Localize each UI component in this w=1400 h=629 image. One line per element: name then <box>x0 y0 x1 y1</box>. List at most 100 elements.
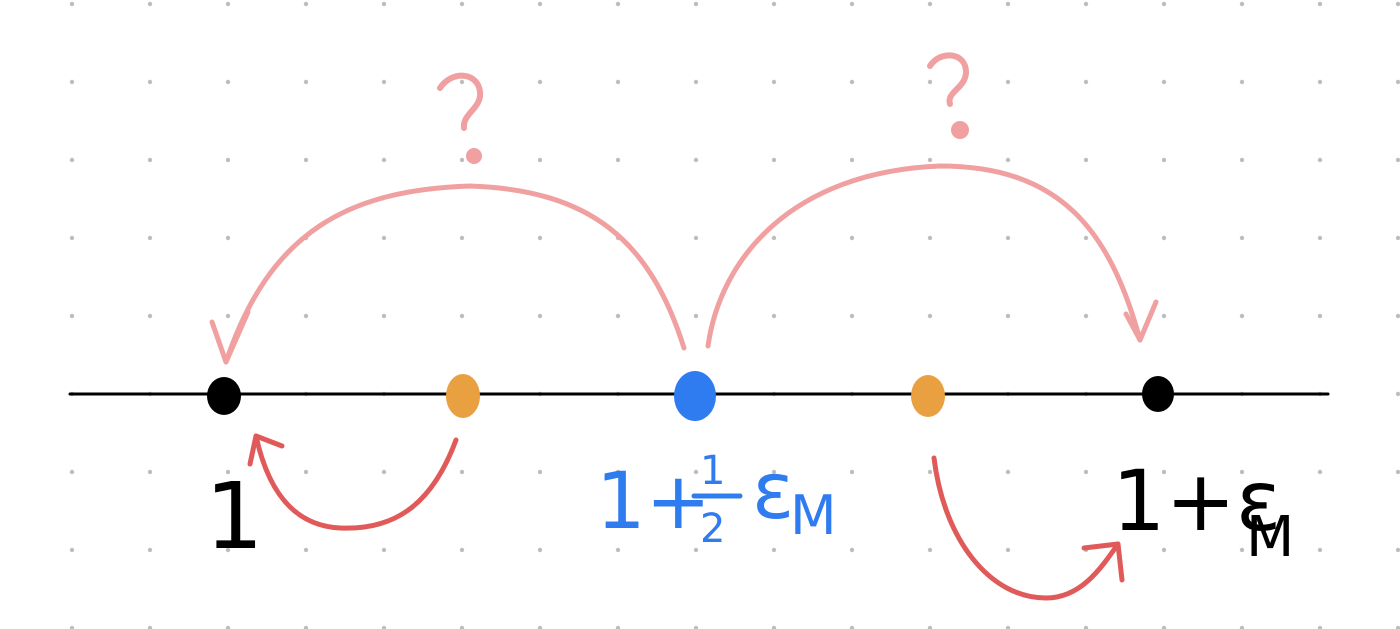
grid-dot <box>849 625 855 629</box>
grid-dot <box>537 625 543 629</box>
grid-dot <box>927 157 933 163</box>
svg-text:1: 1 <box>700 448 725 494</box>
grid-dot <box>849 469 855 475</box>
grid-dot <box>771 469 777 475</box>
point-orange-left <box>446 374 480 418</box>
svg-text:2: 2 <box>700 506 725 552</box>
grid-dot <box>1005 157 1011 163</box>
grid-dot <box>1083 1 1089 7</box>
grid-dot <box>693 547 699 553</box>
grid-dot <box>225 547 231 553</box>
grid-dot <box>615 79 621 85</box>
grid-dot <box>303 1 309 7</box>
grid-dot <box>147 1 153 7</box>
grid-dot <box>849 157 855 163</box>
svg-text:M: M <box>790 484 837 547</box>
pink-arc-right <box>705 163 1159 349</box>
grid-dot <box>615 547 621 553</box>
grid-dot <box>69 625 75 629</box>
red-arc-right <box>931 455 1125 601</box>
grid-dot <box>1005 469 1011 475</box>
grid-dot <box>1395 547 1400 553</box>
question-mark-left <box>437 72 484 164</box>
grid-dot <box>225 235 231 241</box>
grid-dot <box>1317 235 1323 241</box>
grid-dot <box>1395 157 1400 163</box>
grid-dot <box>615 157 621 163</box>
grid-dot <box>1239 469 1245 475</box>
grid-dot <box>615 1 621 7</box>
grid-dot <box>771 625 777 629</box>
grid-dot <box>1161 79 1167 85</box>
grid-dot <box>459 79 465 85</box>
grid-dot <box>771 79 777 85</box>
grid-dot <box>69 547 75 553</box>
grid-dot <box>1083 235 1089 241</box>
grid-dot <box>1317 625 1323 629</box>
grid-dot <box>1395 469 1400 475</box>
grid-dot <box>225 313 231 319</box>
grid-dot <box>225 79 231 85</box>
svg-text:ε: ε <box>752 447 794 537</box>
grid-dot <box>1317 469 1323 475</box>
grid-dot <box>147 79 153 85</box>
red-arrowhead-left <box>247 433 285 467</box>
grid-dot <box>693 157 699 163</box>
grid-dot <box>303 625 309 629</box>
grid-dot <box>381 157 387 163</box>
grid-dot <box>537 79 543 85</box>
grid-dot <box>615 313 621 319</box>
grid-dot <box>693 313 699 319</box>
point-midpoint <box>674 371 716 421</box>
grid-dot <box>459 469 465 475</box>
grid-dot <box>537 313 543 319</box>
pink-arrowhead-right <box>1123 299 1159 343</box>
grid-dot <box>1083 625 1089 629</box>
grid-dot <box>1239 625 1245 629</box>
grid-dot <box>225 469 231 475</box>
grid-dot <box>381 235 387 241</box>
grid-dot <box>381 1 387 7</box>
grid-dot <box>1317 313 1323 319</box>
grid-dot <box>1005 313 1011 319</box>
grid-dot <box>459 313 465 319</box>
grid-dot <box>1161 1 1167 7</box>
grid-dot <box>1083 469 1089 475</box>
grid-dot <box>381 313 387 319</box>
grid-dot <box>1239 79 1245 85</box>
grid-dot <box>69 157 75 163</box>
grid-dot <box>1317 157 1323 163</box>
grid-dot <box>147 547 153 553</box>
grid-dot <box>927 547 933 553</box>
grid-dot <box>1317 1 1323 7</box>
grid-dot <box>537 547 543 553</box>
grid-dot <box>537 469 543 475</box>
grid-dot <box>225 157 231 163</box>
grid-dot <box>459 625 465 629</box>
grid-dot <box>1005 79 1011 85</box>
grid-dot <box>1395 313 1400 319</box>
grid-dot <box>1395 235 1400 241</box>
grid-dot <box>1005 235 1011 241</box>
grid-dot <box>1161 157 1167 163</box>
grid-dot <box>1083 313 1089 319</box>
grid-dot <box>459 1 465 7</box>
grid-dot <box>147 625 153 629</box>
grid-dot <box>381 547 387 553</box>
grid-dot <box>1239 547 1245 553</box>
grid-dot <box>459 157 465 163</box>
point-orange-right <box>911 375 945 417</box>
grid-dot <box>303 547 309 553</box>
grid-dot <box>771 547 777 553</box>
grid-dot <box>69 1 75 7</box>
grid-dot <box>1395 391 1400 397</box>
grid-dot <box>771 1 777 7</box>
grid-dot <box>693 1 699 7</box>
grid-dot <box>615 469 621 475</box>
grid-dot <box>537 157 543 163</box>
grid-dot <box>225 1 231 7</box>
grid-dot <box>849 235 855 241</box>
grid-dot <box>147 313 153 319</box>
grid-dot <box>1005 547 1011 553</box>
